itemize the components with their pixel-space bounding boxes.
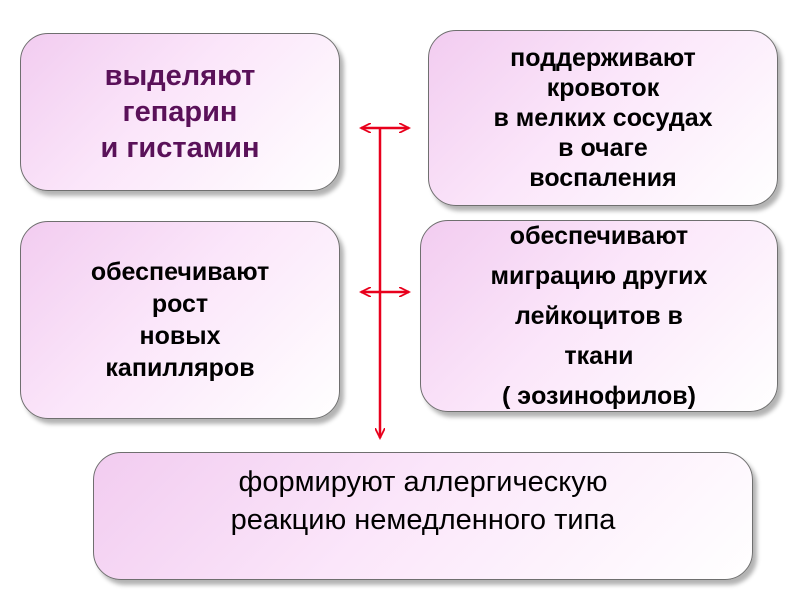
box-leukocyte-migration-text: обеспечивают миграцию других лейкоцитов … (490, 222, 708, 410)
box-capillary-growth: обеспечивают рост новых капилляров (20, 221, 340, 419)
box-allergic-reaction-text: формируют аллергическую реакцию немедлен… (230, 466, 616, 536)
box-blood-flow: поддерживают кровоток в мелких сосудах в… (428, 30, 778, 206)
box-heparin-histamine: выделяют гепарин и гистамин (20, 33, 340, 191)
box-heparin-text: выделяют гепарин и гистамин (100, 60, 260, 164)
box-allergic-reaction: формируют аллергическую реакцию немедлен… (93, 452, 753, 580)
box-capillary-growth-text: обеспечивают рост новых капилляров (90, 258, 270, 382)
box-blood-flow-text: поддерживают кровоток в мелких сосудах в… (493, 44, 713, 192)
box-leukocyte-migration: обеспечивают миграцию других лейкоцитов … (420, 220, 778, 412)
